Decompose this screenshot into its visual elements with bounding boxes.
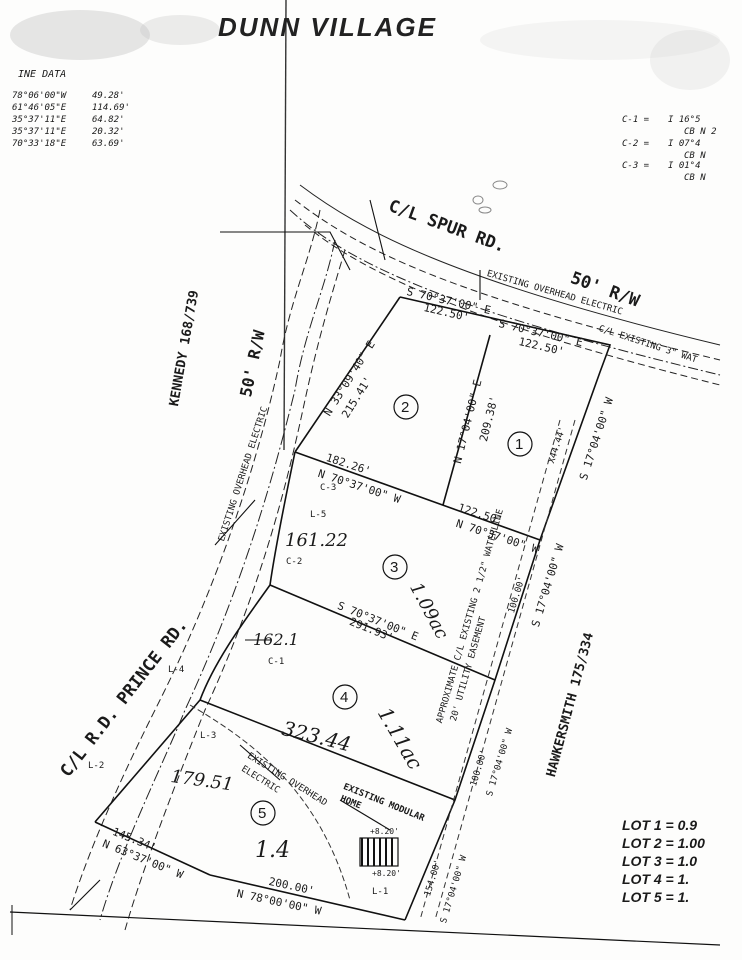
lot-legend-4: LOT 4 = 1.	[622, 871, 690, 887]
spur-road-lines	[289, 184, 721, 386]
lot-circles	[250, 394, 533, 826]
curve-c1-line1: I 16°5	[668, 115, 701, 125]
curve-c1-line2: CB N 2	[684, 127, 717, 137]
prince-road-lines	[69, 209, 346, 931]
line-data-bearing-3: 35°37'11"E	[12, 115, 67, 125]
lot-legend-1: LOT 1 = 0.9	[622, 817, 698, 833]
lot-boundaries	[94, 296, 612, 921]
dimension-top: +8.20'	[370, 827, 399, 836]
handwritten-lot5-area: 1.4	[255, 838, 290, 863]
handwritten-lot4-frontage: 162.1	[253, 630, 299, 649]
line-data-distance-2: 114.69'	[92, 103, 130, 113]
lot-number-4: 4	[340, 689, 349, 706]
curve-c2-line1: I 07°4	[668, 139, 701, 149]
lot-number-3: 3	[390, 559, 399, 576]
lot-number-1: 1	[515, 436, 524, 453]
lot-number-2: 2	[401, 399, 410, 416]
pebble-marks	[472, 180, 508, 214]
scan-smudges	[10, 10, 730, 90]
curve-c2-line2: CB N	[684, 151, 706, 161]
line-data-distance-5: 63.69'	[92, 139, 125, 149]
leader-arrows	[69, 199, 481, 911]
modular-home-symbol	[359, 837, 399, 867]
line-data-bearing-2: 61°46'05"E	[12, 103, 67, 113]
lot-legend-2: LOT 2 = 1.00	[622, 835, 705, 851]
curve-c3-line1: I 01°4	[668, 161, 701, 171]
line-l4-tag: L-4	[168, 665, 185, 675]
scan-line	[283, 0, 287, 451]
bottom-border	[9, 911, 721, 946]
curve-c2-label: C-2 =	[622, 139, 650, 149]
overhead-electric-lot5	[189, 704, 351, 901]
line-data-bearing-1: 78°06'00"W	[12, 91, 67, 101]
lot-number-5: 5	[258, 805, 267, 822]
curve-c3-label: C-3 =	[622, 161, 650, 171]
line-data-bearing-4: 35°37'11"E	[12, 127, 67, 137]
curve-c3-line2: CB N	[684, 173, 706, 183]
line-data-distance-1: 49.28'	[92, 91, 125, 101]
lot-legend-5: LOT 5 = 1.	[622, 889, 690, 905]
curve-c2-tag: C-2	[286, 557, 303, 567]
line-l2-tag: L-2	[88, 761, 105, 771]
line-data-bearing-5: 70°33'18"E	[12, 139, 67, 149]
handwritten-lot3-frontage: 161.22	[285, 530, 348, 551]
subdivision-title: DUNN VILLAGE	[218, 12, 437, 42]
curve-c3-tag: C-3	[320, 483, 337, 493]
lot-legend-3: LOT 3 = 1.0	[622, 853, 698, 869]
curve-c1-label: C-1 =	[622, 115, 650, 125]
line-l3-tag: L-3	[200, 731, 217, 741]
line-l1-tag: L-1	[372, 887, 389, 897]
curve-c1-tag: C-1	[268, 657, 285, 667]
line-data-distance-3: 64.82'	[92, 115, 125, 125]
dimension-bottom: +8.20'	[372, 869, 401, 878]
easement-lines	[419, 419, 576, 921]
line-data-heading: INE DATA	[18, 69, 67, 80]
line-data-distance-4: 20.32'	[92, 127, 125, 137]
line-l5-tag: L-5	[310, 510, 327, 520]
